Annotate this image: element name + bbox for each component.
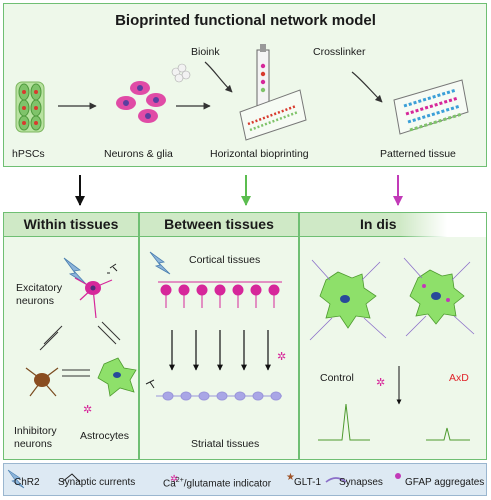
legend-gfap-icon	[395, 473, 401, 479]
bioink-icon	[171, 63, 191, 83]
cortical-to-striatal-arrows	[169, 330, 271, 371]
label-horizontal-bioprinting: Horizontal bioprinting	[210, 148, 309, 160]
printing-plate-icon	[239, 89, 307, 141]
label-patterned-tissue: Patterned tissue	[380, 148, 456, 160]
disease-panel	[299, 212, 487, 460]
label-bioink: Bioink	[191, 46, 220, 58]
axd-astrocyte-icon	[403, 257, 475, 337]
ca-indicator-icon: ✲	[83, 404, 92, 416]
cortical-neuron-row	[158, 281, 282, 308]
header-fade-overlay	[400, 213, 486, 237]
control-trace-icon	[318, 403, 370, 441]
control-astrocyte-icon	[309, 259, 387, 341]
legend-synapses: Synapses	[339, 477, 383, 488]
legend-ca-indicator: Ca2+/glutamate indicator	[163, 477, 272, 490]
legend-glt1: GLT-1	[294, 477, 322, 488]
excitatory-neuron-icon	[74, 277, 113, 319]
legend-gfap: GFAP aggregates	[405, 477, 485, 488]
legend-synaptic-currents: Synaptic currents	[58, 477, 136, 488]
label-crosslinker: Crosslinker	[313, 46, 366, 58]
neurons-glia-icon	[116, 81, 166, 123]
between-tissues-panel	[139, 212, 299, 460]
between-chr2-icon	[149, 251, 171, 275]
arrow-bioink	[204, 61, 233, 93]
astrocyte-icon	[97, 357, 137, 397]
label-excitatory-neurons: Excitatory neurons	[16, 282, 63, 307]
striatal-neuron-row	[156, 391, 282, 401]
legend-panel	[3, 463, 487, 496]
legend-chr2-icon	[7, 469, 25, 489]
between-synaptic-probe-icon	[145, 379, 155, 389]
hpsc-colony-icon	[15, 81, 45, 133]
axd-trace-icon	[426, 427, 470, 441]
disease-ca-indicator-icon: ✲	[376, 377, 385, 389]
diagram-title: Bioprinted functional network model	[115, 12, 376, 29]
legend-ca-icon: ✲	[170, 474, 178, 485]
within-tissues-header: Within tissues	[3, 212, 139, 237]
label-striatal-tissues: Striatal tissues	[191, 438, 260, 450]
label-cortical-tissues: Cortical tissues	[189, 254, 261, 266]
legend-synaptic-icon	[61, 473, 81, 483]
label-neurons-glia: Neurons & glia	[104, 148, 173, 160]
legend-chr2: ChR2	[14, 477, 40, 488]
legend-glt1-icon: ★	[286, 472, 295, 483]
label-axd: AxD	[449, 372, 469, 384]
pipeline-panel	[3, 3, 487, 167]
connectivity-arrows	[39, 321, 121, 377]
arrow-crosslinker	[351, 71, 383, 103]
label-inhibitory-neurons: Inhibitory neurons	[14, 425, 57, 450]
label-hpscs: hPSCs	[12, 148, 45, 160]
between-ca-indicator-icon: ✲	[277, 351, 286, 363]
between-tissues-header: Between tissues	[139, 212, 299, 237]
synaptic-current-probe-icon	[107, 263, 118, 274]
inhibitory-neuron-icon	[25, 367, 59, 397]
label-control: Control	[320, 372, 354, 384]
patterned-tissue-icon	[393, 79, 469, 135]
label-astrocytes: Astrocytes	[80, 430, 130, 442]
legend-synapse-icon	[325, 477, 347, 483]
